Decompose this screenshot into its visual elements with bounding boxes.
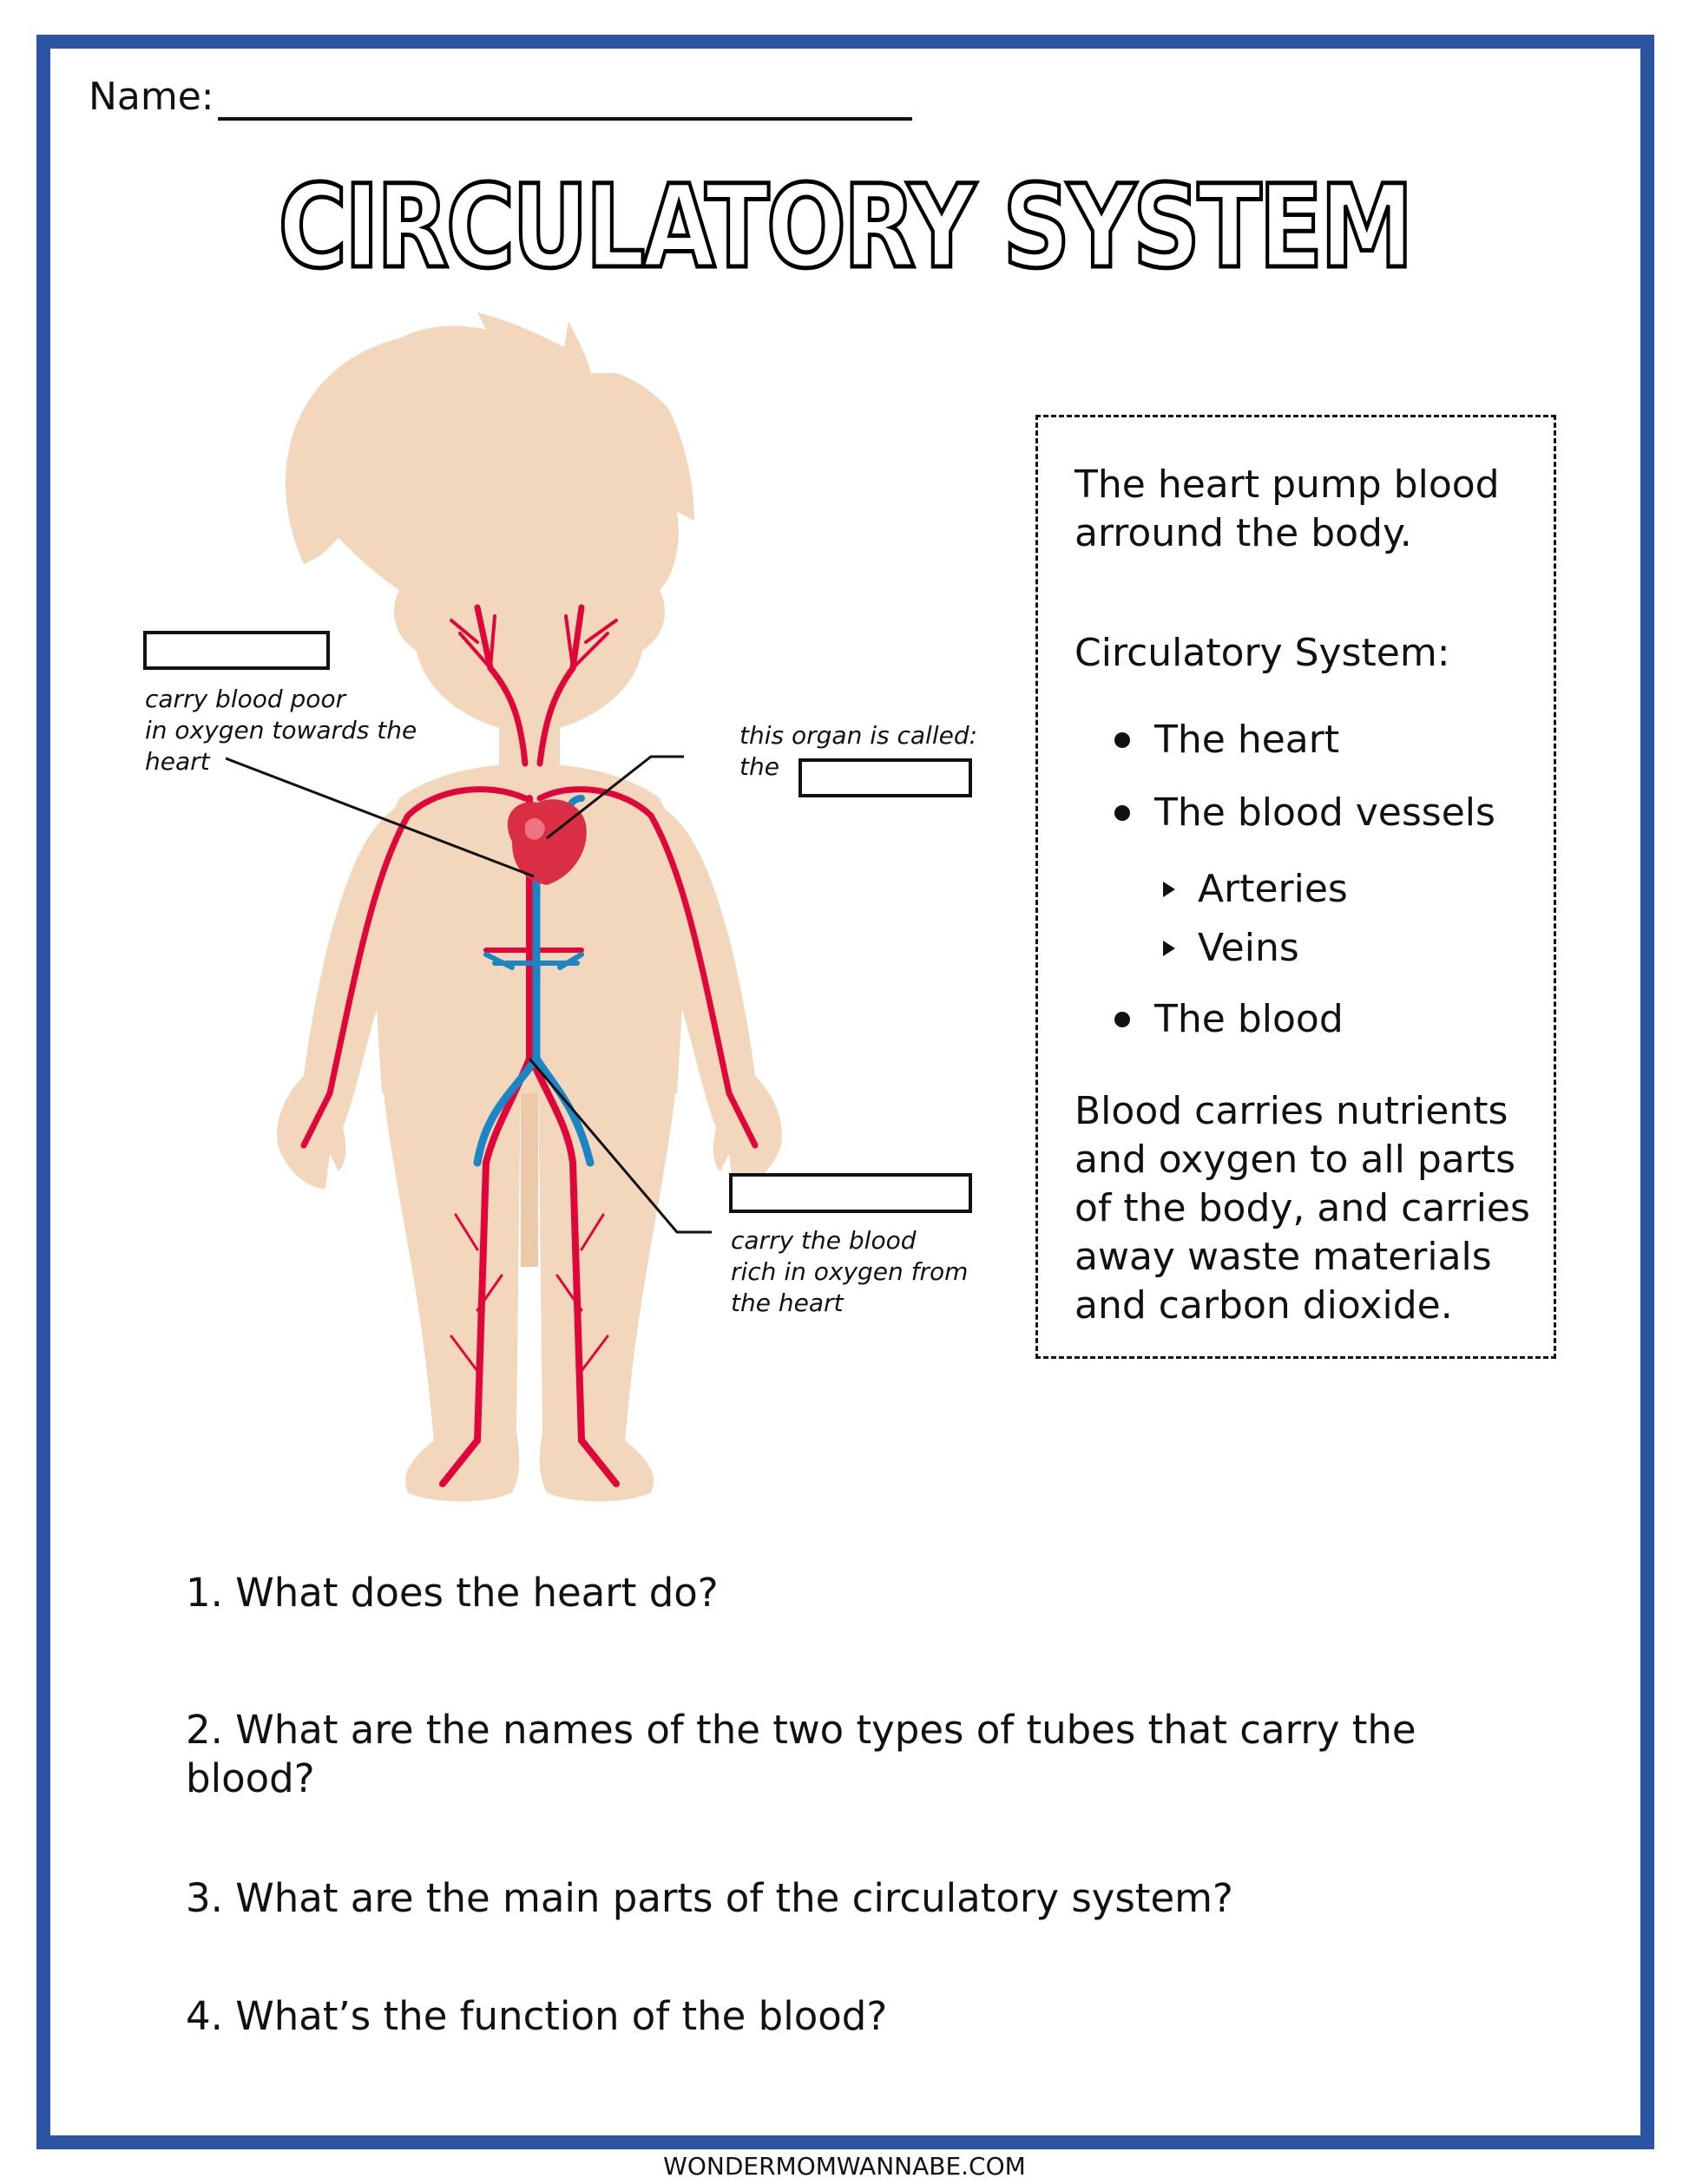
- name-label: Name:: [89, 75, 214, 119]
- heart-leader-line: [546, 755, 684, 840]
- heart-prompt: this organ is called: the: [739, 720, 977, 783]
- veins-leader-line: [226, 757, 535, 878]
- question-1: 1. What does the heart do?: [186, 1570, 719, 1616]
- sublist-item-veins: Veins: [1163, 924, 1299, 973]
- leader-lines: [226, 755, 712, 1234]
- info-summary-line: of the body, and carries: [1075, 1186, 1530, 1230]
- bullet-dot-icon: [1114, 732, 1130, 748]
- info-summary-line: and oxygen to all parts: [1075, 1138, 1515, 1182]
- list-item-label: The blood vessels: [1154, 790, 1495, 835]
- question-2-line: blood?: [186, 1755, 315, 1801]
- info-summary-line: away waste materials: [1075, 1235, 1492, 1279]
- info-intro-line: arround the body.: [1075, 511, 1412, 555]
- list-item-heart: The heart: [1114, 716, 1339, 764]
- bullet-dot-icon: [1114, 1012, 1130, 1027]
- info-list-heading: Circulatory System:: [1075, 631, 1450, 675]
- veins-description: carry blood poor in oxygen towards the h…: [145, 684, 417, 777]
- veins-answer-box[interactable]: [143, 631, 330, 670]
- veins-desc-line: in oxygen towards the: [145, 716, 417, 744]
- sublist-item-label: Arteries: [1198, 867, 1348, 911]
- list-item-label: The blood: [1154, 997, 1344, 1041]
- heart-answer-box[interactable]: [798, 758, 972, 797]
- info-summary-line: Blood carries nutrients: [1075, 1089, 1508, 1133]
- heart-icon: [507, 799, 587, 885]
- list-item-blood-vessels: The blood vessels: [1114, 789, 1495, 837]
- veins-desc-line: carry blood poor: [145, 685, 346, 713]
- footer-website: WONDERMOMWANNABE.COM: [663, 2152, 1026, 2181]
- arteries-answer-box[interactable]: [729, 1173, 972, 1213]
- arteries-desc-line: the heart: [731, 1289, 844, 1317]
- triangle-bullet-icon: [1163, 941, 1175, 956]
- body-circulatory-illustration: [226, 312, 782, 1502]
- info-intro-line: The heart pump blood: [1075, 462, 1500, 507]
- bullet-dot-icon: [1114, 805, 1130, 821]
- list-item-blood: The blood: [1114, 995, 1344, 1044]
- heart-prompt-line: this organ is called:: [739, 721, 978, 750]
- question-4: 4. What’s the function of the blood?: [186, 1993, 888, 2039]
- name-field[interactable]: Name:: [89, 75, 912, 121]
- triangle-bullet-icon: [1163, 882, 1175, 897]
- arteries-leader-line: [528, 1058, 712, 1234]
- arteries-desc-line: rich in oxygen from: [731, 1257, 969, 1286]
- info-summary: Blood carries nutrients and oxygen to al…: [1075, 1087, 1530, 1330]
- info-summary-line: and carbon dioxide.: [1075, 1283, 1453, 1328]
- page-title: CIRCULATORY SYSTEM: [277, 159, 1416, 297]
- arteries-description: carry the blood rich in oxygen from the …: [731, 1225, 968, 1319]
- heart-prompt-line: the: [739, 752, 779, 781]
- list-item-label: The heart: [1154, 718, 1340, 762]
- question-2-line: 2. What are the names of the two types o…: [186, 1707, 1416, 1753]
- arteries-desc-line: carry the blood: [731, 1226, 917, 1255]
- question-2: 2. What are the names of the two types o…: [186, 1706, 1540, 1803]
- name-input-line[interactable]: [217, 117, 912, 121]
- info-intro: The heart pump blood arround the body.: [1075, 461, 1500, 558]
- inner-leg-shade: [521, 1093, 538, 1267]
- veins-desc-line: heart: [145, 747, 210, 776]
- sublist-item-arteries: Arteries: [1163, 865, 1348, 914]
- question-3: 3. What are the main parts of the circul…: [186, 1875, 1233, 1921]
- sublist-item-label: Veins: [1198, 926, 1299, 970]
- info-box: The heart pump blood arround the body. C…: [1035, 415, 1556, 1359]
